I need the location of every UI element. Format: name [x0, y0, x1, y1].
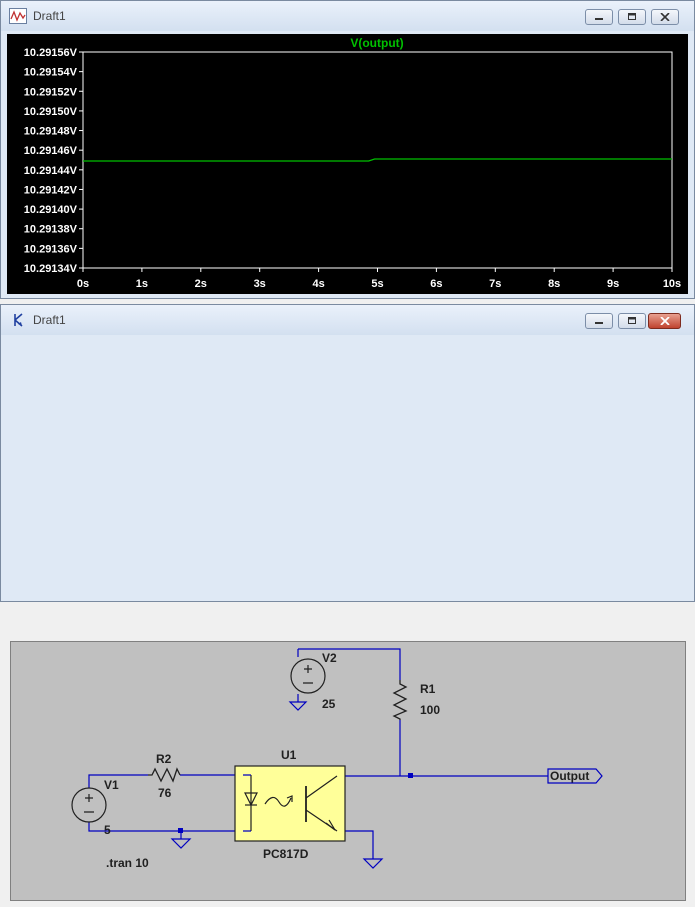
v1-value-label[interactable]: 5 — [104, 823, 111, 837]
minimize-icon — [595, 18, 603, 20]
schematic-icon — [14, 313, 23, 327]
trace-group — [83, 158, 672, 162]
wire[interactable] — [298, 648, 401, 680]
x-tick-label: 8s — [548, 278, 560, 290]
junction-dot — [178, 828, 183, 833]
minimize-button[interactable] — [585, 313, 613, 329]
u1-name-label[interactable]: U1 — [281, 748, 297, 762]
maximize-icon — [628, 317, 636, 324]
plot-frame — [82, 51, 673, 269]
x-tick-label: 6s — [430, 278, 442, 290]
v2-name-label[interactable]: V2 — [322, 651, 337, 665]
u1-value-label[interactable]: PC817D — [263, 847, 309, 861]
schematic-canvas[interactable]: V2 25 R1 100 R2 76 V1 5 — [10, 641, 686, 901]
y-tick-label: 10.29138V — [24, 224, 78, 236]
minimize-icon — [595, 322, 603, 324]
x-tick-label: 10s — [663, 278, 681, 290]
resistor-r1[interactable] — [392, 680, 408, 720]
r2-name-label[interactable]: R2 — [156, 752, 172, 766]
ground-symbol — [170, 838, 192, 849]
maximize-button[interactable] — [618, 9, 646, 25]
minimize-button[interactable] — [585, 9, 613, 25]
y-tick-label: 10.29150V — [24, 106, 78, 118]
x-tick-label: 2s — [195, 278, 207, 290]
schematic-window-titlebar[interactable]: Draft1 — [1, 305, 694, 335]
maximize-icon — [628, 13, 636, 20]
ground-symbol — [288, 700, 308, 711]
x-tick-label: 1s — [136, 278, 148, 290]
waveform-chart: V(output) 10.29156V10.29154V10.29152V10.… — [24, 36, 681, 290]
maximize-button[interactable] — [618, 313, 646, 329]
y-axis: 10.29156V 10.29154V 10.29152V 10.29150V 10.2… — [24, 47, 83, 275]
voltage-source-v1[interactable] — [71, 787, 107, 823]
junction-dot — [408, 773, 413, 778]
y-tick-label: 10.29152V — [24, 86, 78, 98]
voltage-source-v2[interactable] — [290, 657, 326, 694]
close-button[interactable] — [651, 9, 679, 25]
y-tick-label: 10.29156V — [24, 47, 78, 59]
close-icon — [660, 13, 670, 21]
output-net-flag[interactable]: Output — [547, 768, 603, 784]
optocoupler-u1[interactable] — [234, 765, 346, 842]
plot-window-titlebar[interactable]: Draft1 — [1, 1, 694, 31]
plot-window-title: Draft1 — [33, 9, 66, 23]
spice-directive[interactable]: .tran 10 — [106, 856, 149, 870]
x-tick-label: 5s — [371, 278, 383, 290]
r1-value-label[interactable]: 100 — [420, 703, 440, 717]
x-tick-label: 9s — [607, 278, 619, 290]
close-icon — [659, 317, 670, 325]
resistor-r2[interactable] — [148, 767, 181, 783]
y-tick-label: 10.29144V — [24, 165, 78, 177]
schematic-window-title: Draft1 — [33, 313, 66, 327]
r1-name-label[interactable]: R1 — [420, 682, 436, 696]
x-axis: 0s 1s 2s 3s 4s 5s 6s 7s 8s 9s 10s — [77, 268, 681, 290]
x-tick-label: 3s — [254, 278, 266, 290]
y-tick-label: 10.29154V — [24, 67, 78, 79]
x-tick-label: 7s — [489, 278, 501, 290]
y-tick-label: 10.29140V — [24, 204, 78, 216]
close-button[interactable] — [648, 313, 681, 329]
y-tick-label: 10.29142V — [24, 184, 78, 196]
output-net-label[interactable]: Output — [550, 769, 589, 783]
x-tick-label: 4s — [312, 278, 324, 290]
wire[interactable] — [88, 822, 243, 832]
y-tick-label: 10.29148V — [24, 126, 78, 138]
waveform-icon — [9, 8, 27, 24]
v2-value-label[interactable]: 25 — [322, 697, 336, 711]
trace-label[interactable]: V(output) — [350, 36, 403, 50]
r2-value-label[interactable]: 76 — [158, 786, 172, 800]
y-tick-label: 10.29134V — [24, 263, 78, 275]
schematic-window: Draft1 — [0, 304, 695, 901]
ground-symbol — [362, 858, 384, 869]
series-line-v-output[interactable] — [83, 158, 672, 162]
y-tick-label: 10.29146V — [24, 145, 78, 157]
x-tick-label: 0s — [77, 278, 89, 290]
v1-name-label[interactable]: V1 — [104, 778, 119, 792]
y-tick-label: 10.29136V — [24, 243, 78, 255]
schematic-drawing: V2 25 R1 100 R2 76 V1 5 — [71, 648, 603, 870]
